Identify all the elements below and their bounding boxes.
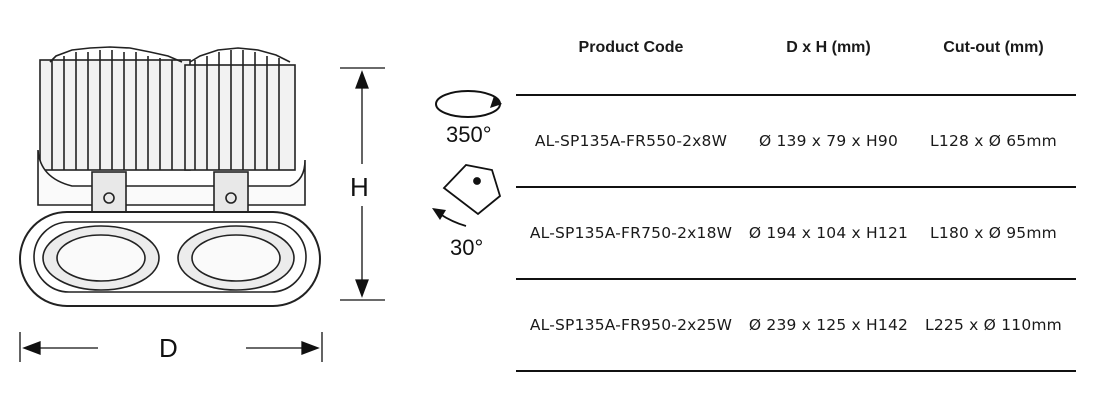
cell-cutout: L180 x Ø 95mm — [930, 224, 1057, 242]
tilt-icon — [432, 164, 502, 227]
cell-dimensions: Ø 139 x 79 x H90 — [758, 132, 899, 150]
table-rule — [516, 94, 1076, 96]
table-rule — [516, 370, 1076, 372]
table-rule — [516, 278, 1076, 280]
height-label: H — [350, 172, 369, 202]
tilt-angle-label: 30° — [450, 235, 484, 260]
rotation-angle-label: 350° — [446, 122, 492, 147]
table-rule — [516, 186, 1076, 188]
table-header: Product Code D x H (mm) Cut-out (mm) — [516, 30, 1076, 66]
rotation-icon — [435, 90, 502, 118]
cell-product-code: AL-SP135A-FR950-2x25W — [529, 316, 733, 334]
product-drawing — [19, 46, 502, 362]
downlight-illustration — [19, 46, 321, 307]
right-heatsink — [184, 47, 296, 171]
cell-product-code: AL-SP135A-FR550-2x8W — [534, 132, 728, 150]
width-label: D — [159, 333, 178, 363]
table-row: AL-SP135A-FR950-2x25W Ø 239 x 125 x H142… — [516, 280, 1076, 370]
cell-dimensions: Ø 194 x 104 x H121 — [748, 224, 909, 242]
header-product-code: Product Code — [578, 39, 684, 56]
clip-right — [213, 171, 249, 213]
cell-cutout: L225 x Ø 110mm — [925, 316, 1062, 334]
cell-cutout: L128 x Ø 65mm — [930, 132, 1057, 150]
trim-inner — [33, 221, 307, 293]
cell-dimensions: Ø 239 x 125 x H142 — [748, 316, 909, 334]
height-dimension — [340, 67, 385, 301]
cell-product-code: AL-SP135A-FR750-2x18W — [529, 224, 733, 242]
header-dimensions: D x H (mm) — [786, 39, 871, 56]
width-dimension — [19, 332, 323, 362]
spec-table: Product Code D x H (mm) Cut-out (mm) AL-… — [516, 30, 1076, 372]
clip-left — [91, 171, 127, 213]
header-cutout: Cut-out (mm) — [943, 39, 1044, 56]
left-heatsink — [39, 46, 191, 171]
table-row: AL-SP135A-FR550-2x8W Ø 139 x 79 x H90 L1… — [516, 96, 1076, 186]
table-row: AL-SP135A-FR750-2x18W Ø 194 x 104 x H121… — [516, 188, 1076, 278]
